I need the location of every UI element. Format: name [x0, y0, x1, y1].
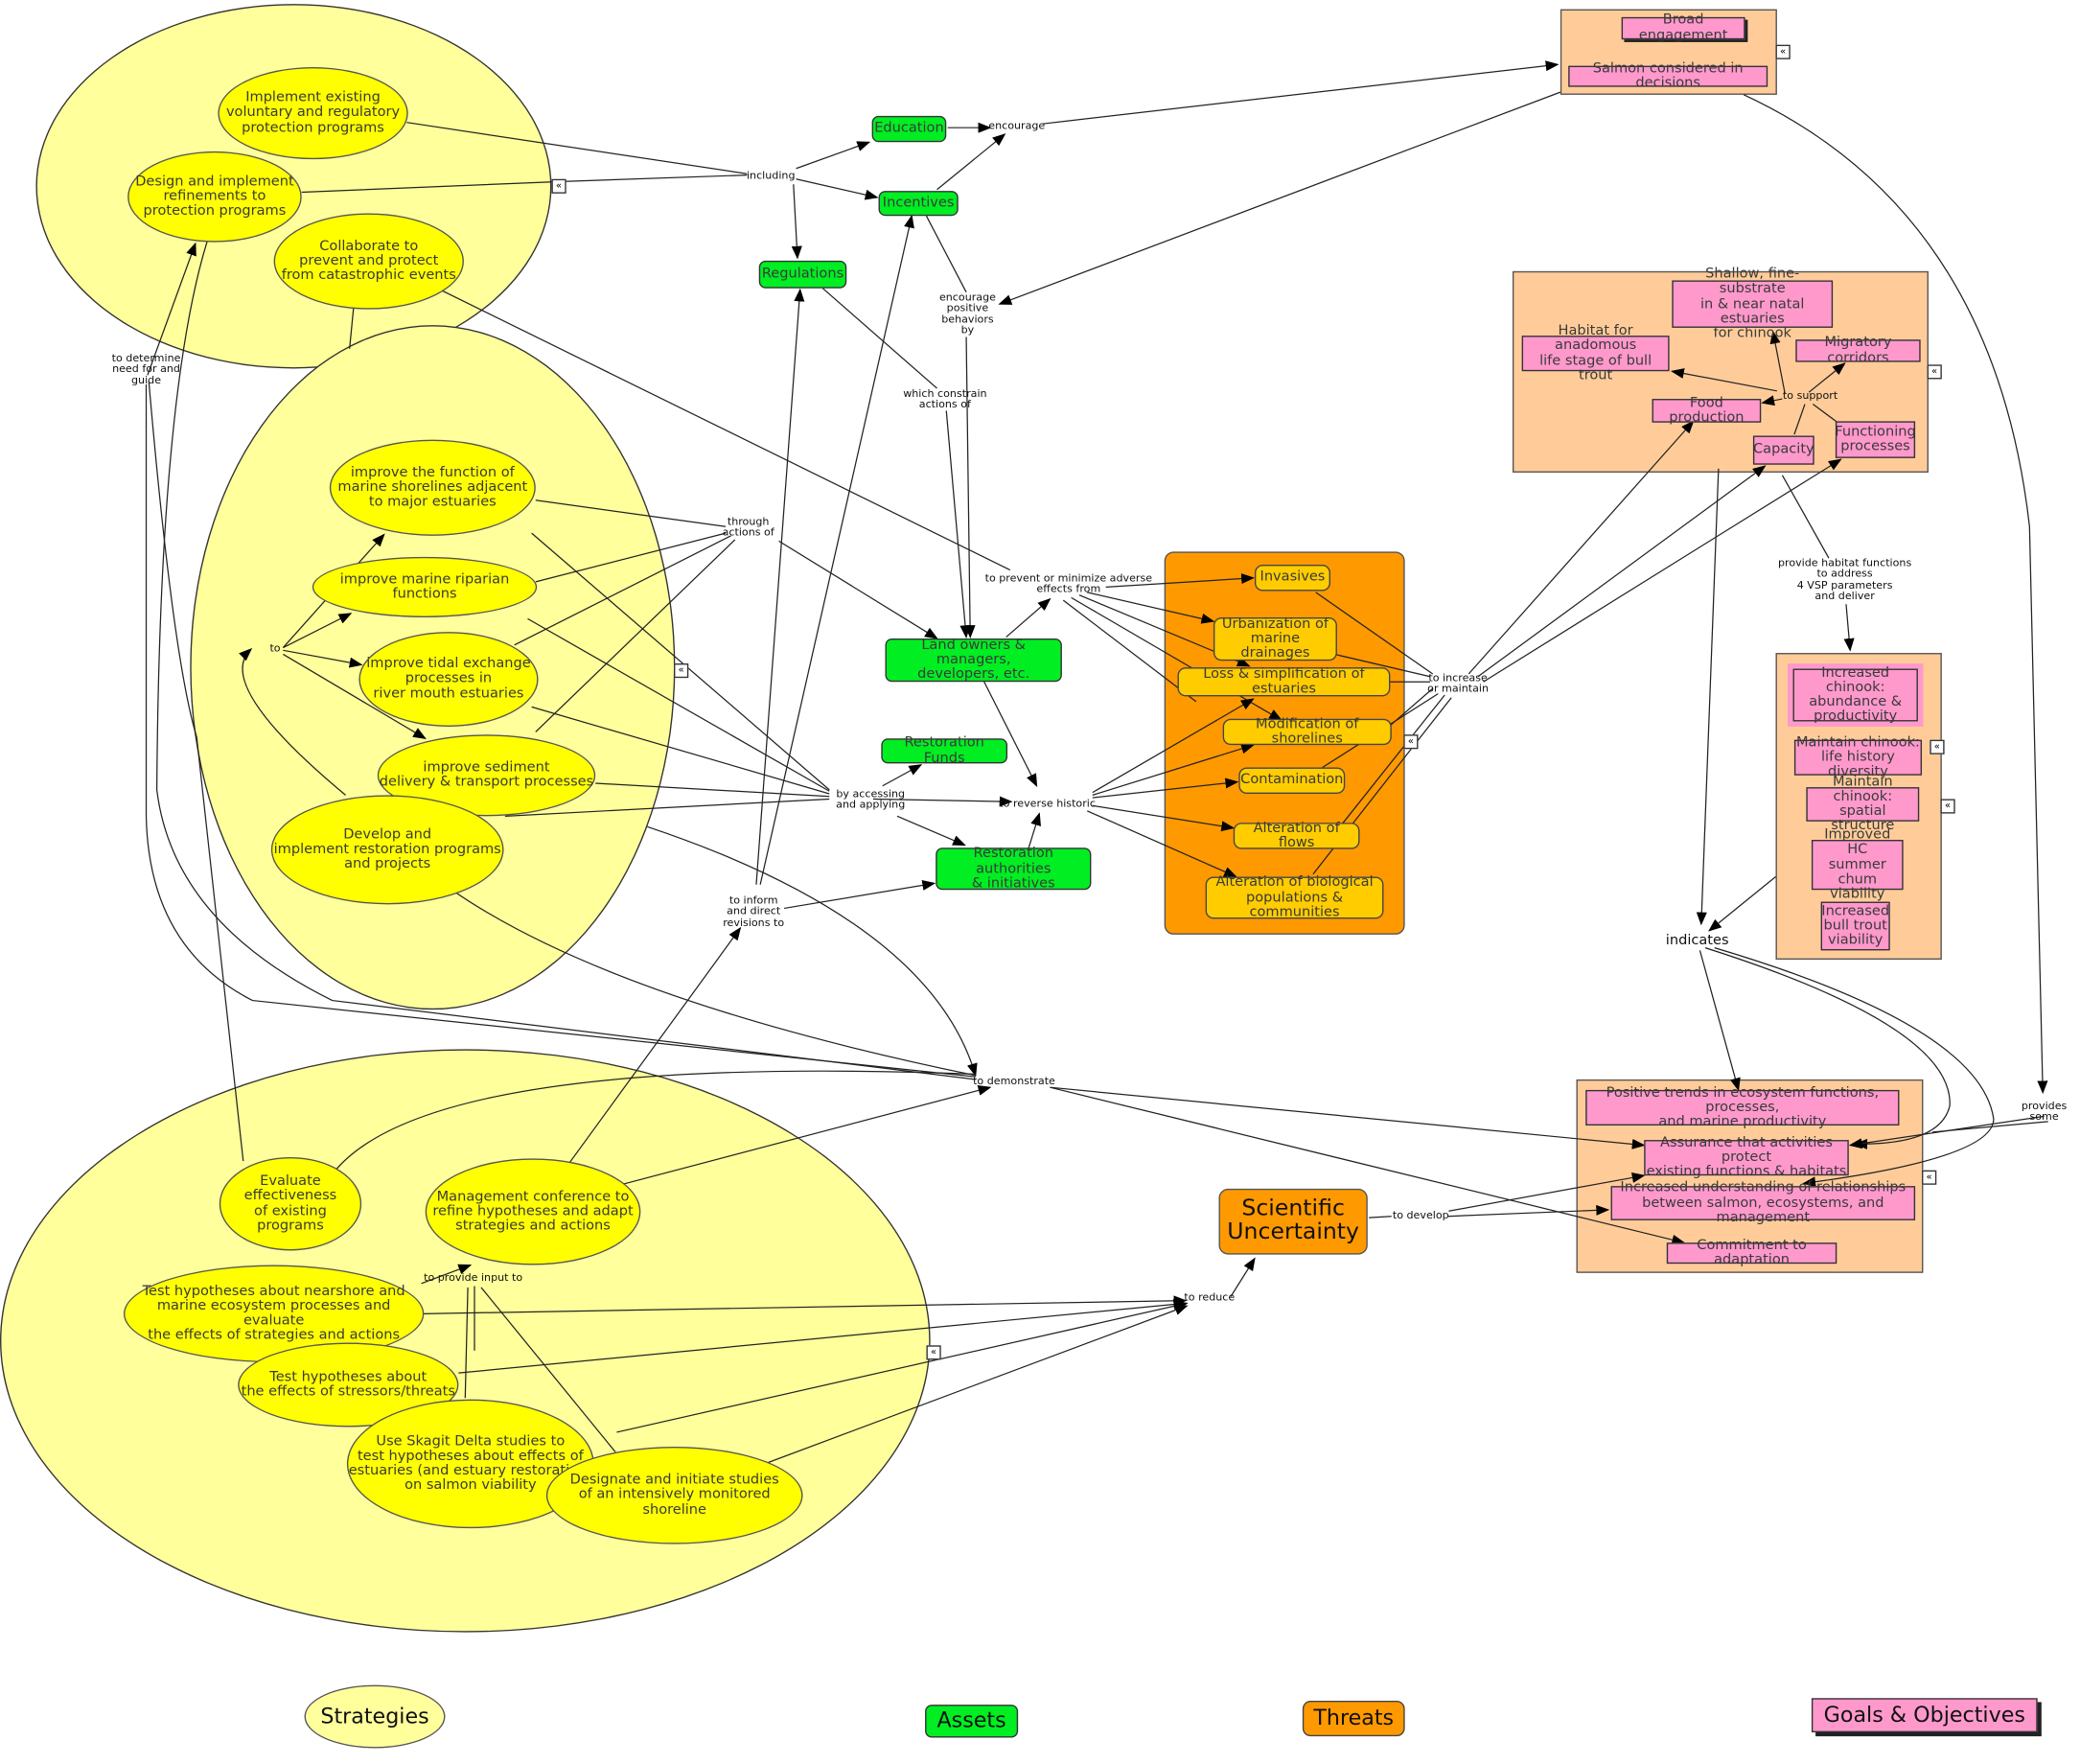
label-through-actions: through actions of [722, 515, 774, 539]
legend-threats: Threats [1302, 1701, 1405, 1737]
functioning-processes-goal: Functioning processes [1835, 421, 1916, 458]
contamination-threat: Contamination [1238, 767, 1346, 794]
collapse-adaptive-icon[interactable]: « [926, 1345, 941, 1360]
hc-chum-goal: Improved HC summer chum viability [1811, 828, 1904, 900]
improve-riparian: improve marine riparian functions [312, 556, 538, 617]
landowners-asset: Land owners & managers, developers, etc. [885, 638, 1062, 683]
label-to-demonstrate: to demonstrate [973, 1075, 1055, 1087]
collapse-chinook-icon[interactable]: « [1930, 739, 1945, 754]
legend-strategies: Strategies [304, 1684, 446, 1749]
education-asset: Education [871, 115, 947, 143]
loss-estuaries-threat: Loss & simplification of estuaries [1177, 666, 1391, 697]
label-provides-some: provides some [2021, 1100, 2068, 1124]
invasives-threat: Invasives [1254, 565, 1330, 592]
label-to-develop: to develop [1392, 1209, 1449, 1221]
develop-restoration-programs: Develop and implement restoration progra… [270, 795, 504, 905]
capacity-goal: Capacity [1752, 435, 1814, 465]
understanding-goal: Increased understanding of relationships… [1610, 1181, 1916, 1224]
label-to-inform: to inform and direct revisions to [723, 894, 785, 929]
incentives-asset: Incentives [878, 191, 959, 217]
collapse-habitat-icon[interactable]: « [1927, 364, 1942, 380]
label-to: to [269, 641, 281, 655]
collaborate-catastrophic-events: Collaborate to prevent and protect from … [273, 213, 464, 310]
biological-threat: Alteration of biological populations & c… [1205, 875, 1384, 918]
management-conference: Management conference to refine hypothes… [425, 1158, 641, 1265]
improve-shorelines: improve the function of marine shoreline… [329, 439, 536, 536]
food-production-goal: Food production [1652, 396, 1762, 425]
bull-trout-viability-goal: Increased bull trout viability [1820, 901, 1890, 951]
scientific-uncertainty [1218, 1188, 1368, 1255]
label-by-accessing: by accessing and applying [836, 787, 906, 811]
label-to-support: to support [1782, 389, 1838, 402]
flows-threat: Alteration of flows [1233, 821, 1360, 849]
collapse-engagement-icon[interactable]: « [1775, 44, 1791, 59]
label-which-constrain: which constrain actions of [903, 387, 987, 411]
label-to-reduce: to reduce [1184, 1290, 1236, 1304]
collapse-protection-icon[interactable]: « [551, 178, 566, 194]
positive-trends-goal: Positive trends in ecosystem functions, … [1585, 1085, 1900, 1128]
bull-trout-habitat-goal: Habitat for anadomous life stage of bull… [1521, 324, 1670, 382]
label-to-reverse: to reverse historic [999, 797, 1096, 810]
regulations-asset: Regulations [758, 260, 847, 289]
implement-existing-programs: Implement existing voluntary and regulat… [218, 67, 408, 160]
chinook-life-history-goal: Maintain chinook: life history diversity [1793, 735, 1923, 778]
label-provide-habitat: provide habitat functions to address 4 V… [1777, 557, 1912, 603]
restoration-funds-asset: Restoration Funds [881, 736, 1008, 765]
chinook-spatial-goal: Maintain chinook: spatial structure [1806, 775, 1920, 833]
legend-goals: Goals & Objectives [1811, 1698, 2038, 1732]
scientific-uncertainty-label: Scientific Uncertainty [1227, 1195, 1360, 1245]
label-to-increase: to increase or maintain [1427, 672, 1490, 695]
chinook-abundance-goal: Increased chinook: abundance & productiv… [1792, 665, 1918, 724]
label-encourage: encourage [988, 119, 1046, 132]
collapse-outcomes-icon[interactable]: « [1922, 1170, 1937, 1185]
label-encourage-positive: encourage positive behaviors by [938, 290, 996, 337]
restoration-authorities-asset: Restoration authorities & initiatives [936, 847, 1092, 890]
collapse-restoration-icon[interactable]: « [674, 663, 689, 679]
collapse-viability-icon[interactable]: « [1940, 799, 1955, 814]
designate-monitored-shoreline: Designate and initiate studies of an int… [545, 1447, 803, 1544]
salmon-decisions-goal: Salmon considered in decisions [1568, 61, 1768, 90]
migratory-corridors-goal: Migratory corridors [1795, 336, 1921, 364]
label-indicates: indicates [1665, 932, 1729, 949]
legend-assets: Assets [925, 1705, 1019, 1738]
improve-tidal-exchange: improve tidal exchange processes in rive… [358, 632, 539, 727]
assurance-goal: Assurance that activities protect existi… [1644, 1135, 1849, 1179]
broad-engagement-goal: Broad engagement [1621, 13, 1745, 42]
label-to-provide-input: to provide input to [424, 1271, 523, 1284]
commitment-goal: Commitment to adaptation [1666, 1238, 1837, 1267]
label-to-prevent: to prevent or minimize adverse effects f… [984, 571, 1153, 595]
evaluate-effectiveness: Evaluate effectiveness of existing progr… [219, 1156, 362, 1251]
urbanization-threat: Urbanization of marine drainages [1213, 616, 1337, 662]
collapse-threats-icon[interactable]: « [1403, 734, 1419, 750]
label-to-determine: to determine need for and guide [111, 352, 181, 386]
label-including: including [746, 169, 796, 182]
design-implement-refinements: Design and implement refinements to prot… [127, 151, 302, 243]
shallow-substrate-goal: Shallow, fine-substrate in & near natal … [1672, 267, 1834, 339]
modification-shorelines-threat: Modification of shorelines [1222, 717, 1392, 746]
